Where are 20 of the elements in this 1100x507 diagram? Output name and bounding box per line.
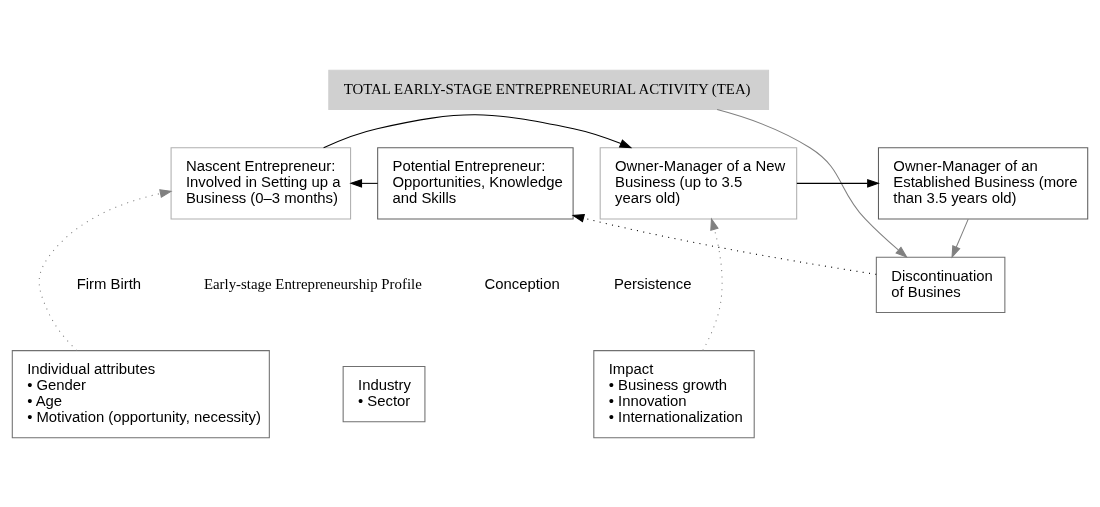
node-box: Owner-Manager of an Established Business (more than 3.5 years old) [877, 146, 1089, 219]
arrow [571, 213, 877, 275]
node-box: Owner-Manager of a New Business (up to 3.5 years old) [599, 146, 798, 219]
node-box: Discontinuation of Busines [875, 256, 1006, 313]
node-box: Industry • Sector [342, 365, 426, 422]
node-box: TOTAL EARLY-STAGE ENTREPRENEURIAL ACTIVITY (TEA) [328, 69, 770, 110]
arrow [349, 178, 379, 188]
node-box: Individual attributes • Gender • Age • Motivation (opportunity, necessity) [11, 349, 270, 438]
arrow [796, 178, 880, 188]
node-box: Impact • Business growth • Innovation • Internationalization [593, 349, 755, 438]
node-box: Nascent Entrepreneur: Involved in Setting up a Business (0–3 months) [170, 146, 352, 219]
arrow [323, 113, 633, 148]
label: Conception [484, 275, 560, 292]
label: Persistence [613, 275, 692, 292]
arrow [951, 218, 969, 258]
arrow [38, 188, 173, 351]
label: Early-stage Entrepreneurship Profile [203, 275, 422, 292]
node-box: Potential Entrepreneur: Opportunities, Knowledge and Skills [377, 146, 574, 219]
arrow [716, 108, 908, 258]
label: Firm Birth [76, 275, 142, 292]
